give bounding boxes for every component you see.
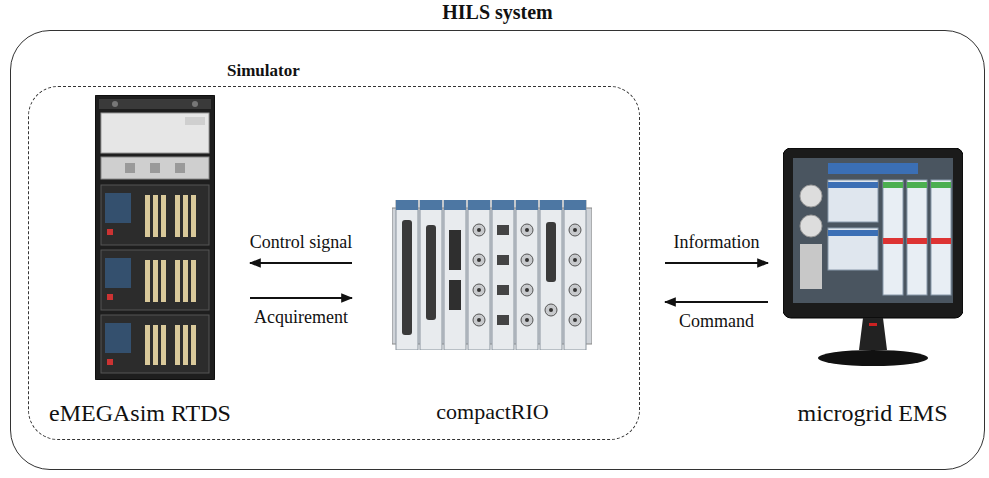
arrow-connector [250,297,352,299]
signal-label: Information [674,233,760,253]
device-node: compactRIO [370,180,615,437]
system-title: HILS system [11,1,984,23]
arrow-connector [665,301,768,303]
simulator-group: SimulatoreMEGAsim RTDScompactRIO [28,86,640,440]
signal-label: Control signal [250,233,353,253]
arrow-connector [665,262,768,264]
rack-illustration [95,95,215,380]
signal-label: Acquirement [254,308,348,328]
controller-illustration [392,200,592,350]
device-node: microgrid EMS [780,140,965,437]
device-node: eMEGAsim RTDS [40,92,240,437]
arrow-connector [250,262,352,264]
signal-label: Command [679,312,754,332]
device-caption: compactRIO [436,400,548,424]
monitor-illustration [783,148,963,370]
group-title: Simulator [227,62,300,81]
device-caption: microgrid EMS [798,400,948,426]
system-boundary: HILS systemSimulatoreMEGAsim RTDScompact… [10,30,985,470]
device-caption: eMEGAsim RTDS [49,400,231,426]
